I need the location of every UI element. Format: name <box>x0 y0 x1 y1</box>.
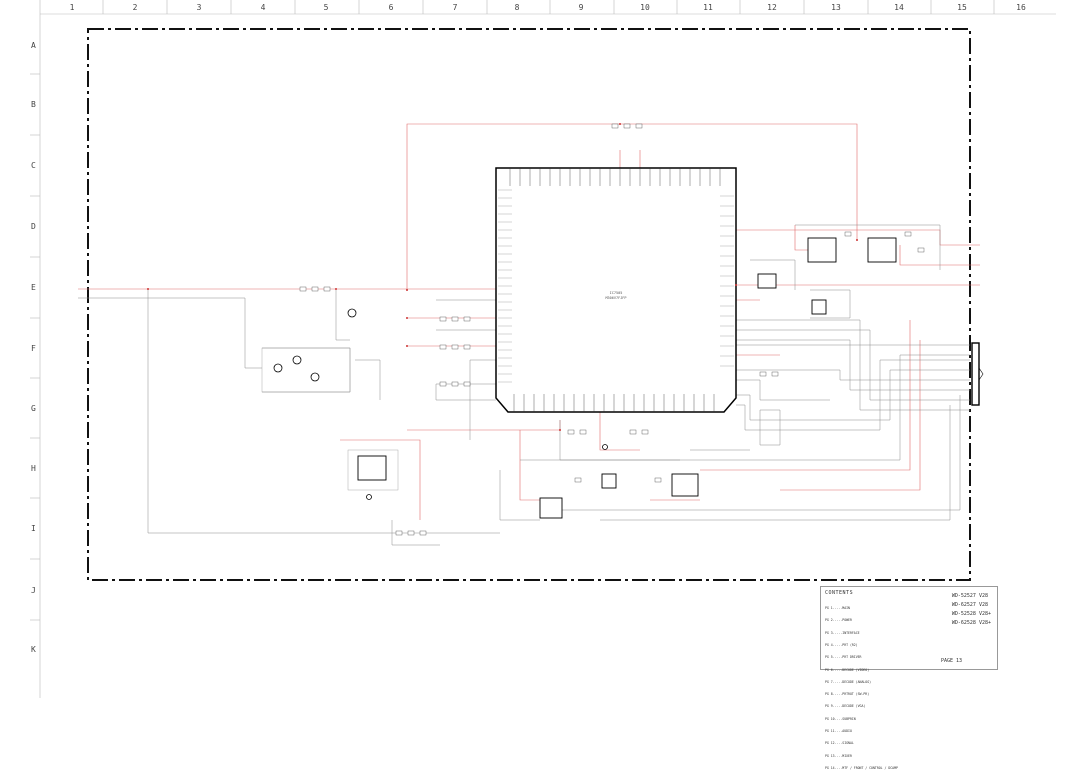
contents-line: PG 10....SUBPRIN <box>825 716 856 721</box>
row-label: F <box>31 344 36 353</box>
model-number: WD-52527 V28 <box>951 593 988 599</box>
row-label: K <box>31 645 36 654</box>
model-number: WD-62527 V28 <box>951 602 988 608</box>
model-number: WD-62528 V28+ <box>951 620 991 626</box>
column-label: 16 <box>1016 3 1026 12</box>
contents-line: PG 9.....DECODE (VGA) <box>825 704 866 709</box>
column-label: 13 <box>831 3 841 12</box>
row-label: C <box>31 161 36 170</box>
passive-components <box>299 123 925 536</box>
row-label: G <box>31 404 36 413</box>
contents-line: PG 7.....DECODE (ANALOG) <box>825 679 872 684</box>
contents-line: PG 1.....MAIN <box>825 606 850 611</box>
column-label: 10 <box>640 3 650 12</box>
contents-list: PG 1.....MAIN PG 2.....POWER PG 3.....IN… <box>825 598 898 778</box>
column-label: 12 <box>767 3 777 12</box>
schematic-sheet: IC7505 M306V7FJFP <box>30 0 1056 698</box>
column-label: 11 <box>703 3 713 12</box>
column-label: 7 <box>452 3 458 12</box>
model-list: WD-52527 V28 WD-62527 V28 WD-52528 V28+ … <box>952 592 991 628</box>
column-label: 15 <box>957 3 967 12</box>
contents-line: PG 13....MIXER <box>825 753 852 758</box>
output-connector <box>971 342 984 406</box>
main-ic: IC7505 M306V7FJFP <box>495 167 737 413</box>
contents-line: PG 5.....PRT DRIVER <box>825 655 862 660</box>
board-outline <box>87 28 971 581</box>
column-label: 2 <box>132 3 138 12</box>
row-label: J <box>31 586 36 595</box>
column-label: 5 <box>323 3 329 12</box>
contents-line: PG 11....AUDIO <box>825 729 852 733</box>
contents-line: PG 14....MTF / FRONT / CONTROL / DCAMP <box>825 765 898 770</box>
small-ics <box>357 237 897 519</box>
contents-line: PG 4.....PRT (R2) <box>825 643 858 648</box>
row-label: E <box>31 283 36 292</box>
row-label: I <box>31 524 36 533</box>
contents-heading: CONTENTS <box>825 590 854 596</box>
column-label: 14 <box>894 3 904 12</box>
column-label: 3 <box>196 3 202 12</box>
row-label: B <box>31 100 36 109</box>
contents-line: PG 3.....INTERFACE <box>825 630 860 635</box>
model-number: WD-52528 V28+ <box>951 611 991 617</box>
contents-line: PG 12....SIGNAL <box>825 741 854 746</box>
column-label: 8 <box>514 3 520 12</box>
main-ic-label: IC7505 <box>610 291 623 295</box>
contents-title-block: CONTENTS PG 1.....MAIN PG 2.....POWER PG… <box>820 586 998 770</box>
row-label: A <box>31 41 36 50</box>
ruler-ticks <box>30 0 995 621</box>
junction-dots <box>147 123 858 431</box>
page-number: PAGE 13 <box>941 658 963 664</box>
contents-line: PG 6.....DECODE (VIDEO) <box>825 667 870 672</box>
contents-line: PG 2.....POWER <box>825 618 852 623</box>
transistors <box>273 308 608 500</box>
column-label: 4 <box>260 3 266 12</box>
ruler-frame <box>39 0 1056 698</box>
contents-line: PG 8.....PRTROT (SW-PR) <box>825 692 870 697</box>
column-label: 9 <box>578 3 584 12</box>
subcircuit-boxes <box>261 347 399 491</box>
main-ic-part: M306V7FJFP <box>605 296 626 300</box>
column-label: 6 <box>388 3 394 12</box>
row-label: D <box>31 222 36 231</box>
column-label: 1 <box>69 3 75 12</box>
row-label: H <box>31 464 36 473</box>
